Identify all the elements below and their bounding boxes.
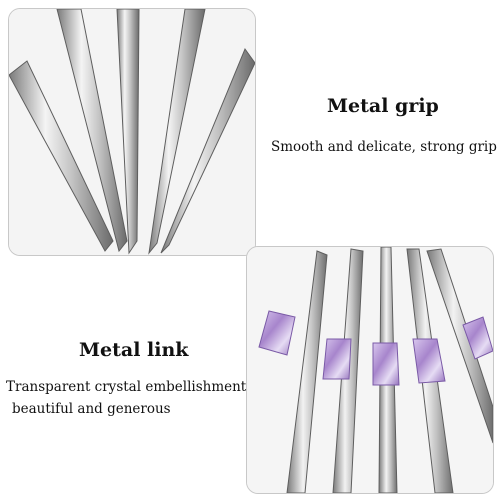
metal-grip-description: Smooth and delicate, strong grip bbox=[271, 139, 497, 155]
metal-grip-photo bbox=[8, 8, 256, 256]
metal-rod-5 bbox=[160, 47, 255, 254]
metal-rod-2 bbox=[56, 9, 128, 253]
metal-link-image bbox=[247, 247, 493, 493]
metal-link-rod-2 bbox=[322, 248, 364, 493]
metal-link-rod-1 bbox=[258, 250, 328, 493]
metal-link-heading: Metal link bbox=[79, 339, 189, 361]
metal-grip-heading: Metal grip bbox=[327, 95, 439, 117]
metal-link-rod-5 bbox=[426, 248, 493, 444]
metal-rod-4 bbox=[148, 9, 206, 255]
metal-grip-image bbox=[9, 9, 255, 255]
metal-link-rod-3 bbox=[372, 247, 400, 493]
metal-link-description-line-1: Transparent crystal embellishment bbox=[6, 379, 247, 395]
metal-rod-1 bbox=[9, 60, 114, 252]
metal-rod-3 bbox=[116, 9, 140, 255]
metal-link-rod-4 bbox=[406, 248, 454, 493]
metal-link-description-line-2: beautiful and generous bbox=[12, 401, 171, 417]
metal-link-photo bbox=[246, 246, 494, 494]
